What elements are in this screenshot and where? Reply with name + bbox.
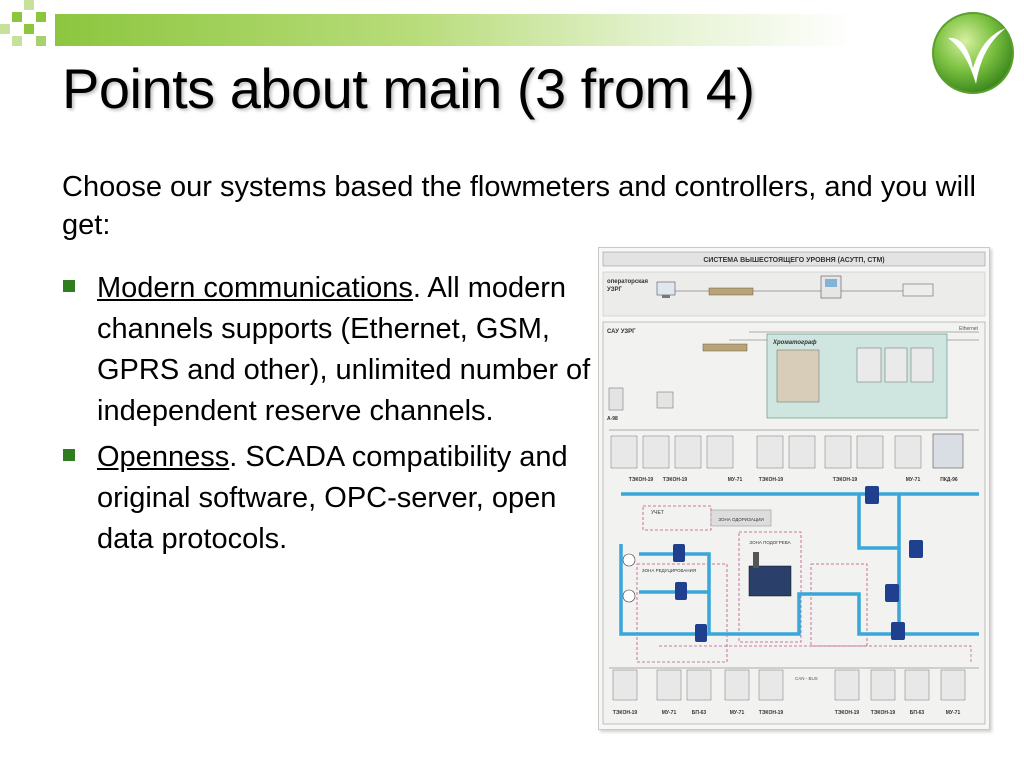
operator-label: операторская xyxy=(607,279,648,285)
decor-square xyxy=(36,12,46,22)
bottom-row-label: БП-63 xyxy=(910,710,925,716)
bottom-row-label: ТЭКОН-19 xyxy=(871,710,896,716)
decor-square xyxy=(12,12,22,22)
uchet-label: УЧЕТ xyxy=(651,510,664,516)
concentrator-icon xyxy=(702,343,748,352)
top-system-label: СИСТЕМА ВЫШЕСТОЯЩЕГО УРОВНЯ (АСУТП, СТМ) xyxy=(703,257,884,264)
zone-reduction-label: ЗОНА РЕДУЦИРОВАНИЯ xyxy=(642,568,696,573)
bottom-row-label: МУ-71 xyxy=(662,710,677,716)
bullet-square-icon xyxy=(63,449,75,461)
system-schematic: СИСТЕМА ВЫШЕСТОЯЩЕГО УРОВНЯ (АСУТП, СТМ)… xyxy=(598,247,990,730)
decor-square xyxy=(24,24,34,34)
bullet-item: Modern communications. All modern channe… xyxy=(60,268,600,432)
monitor-icon xyxy=(656,281,676,298)
bullet-text: . SCADA compatibility and original softw… xyxy=(97,441,568,555)
top-row-label: ТЭКОН-19 xyxy=(629,477,654,483)
sau-label: САУ УЗРГ xyxy=(607,329,636,335)
bottom-row-label: МУ-71 xyxy=(946,710,961,716)
bullet-text: . All modern channels supports (Ethernet… xyxy=(97,272,591,427)
decor-square xyxy=(12,36,22,46)
bullet-lead: Openness xyxy=(97,441,230,473)
decor-square xyxy=(24,0,34,10)
top-row-label: ПКД-96 xyxy=(940,477,958,483)
bottom-row-label: МУ-71 xyxy=(730,710,745,716)
ethernet-label: Ethernet xyxy=(959,326,979,332)
header-decoration xyxy=(0,0,1024,50)
header-gradient-bar xyxy=(55,14,855,46)
bullet-list: Modern communications. All modern channe… xyxy=(60,268,600,565)
bottom-row-label: ТЭКОН-19 xyxy=(835,710,860,716)
can-bus-label: CAN - BUS xyxy=(795,676,818,681)
bottom-row-label: БП-63 xyxy=(692,710,707,716)
pipeline xyxy=(619,492,979,636)
chromatograph-label: Хроматограф xyxy=(772,339,817,346)
bottom-row-label: ТЭКОН-19 xyxy=(613,710,638,716)
zone-odor-label: ЗОНА ОДОРИЗАЦИИ xyxy=(718,517,763,522)
slide-intro: Choose our systems based the flowmeters … xyxy=(62,171,976,241)
gauge-icon xyxy=(622,553,636,603)
zone-podogreva-label: ЗОНА ПОДОГРЕВА xyxy=(749,540,790,545)
server-icon xyxy=(820,275,842,299)
valve-icon xyxy=(673,486,923,642)
top-row-label: МУ-71 xyxy=(906,477,921,483)
top-row-label: МУ-71 xyxy=(728,477,743,483)
printer-icon xyxy=(902,283,934,297)
bullet-square-icon xyxy=(63,280,75,292)
bottom-row-label: ТЭКОН-19 xyxy=(759,710,784,716)
top-row-label: ТЭКОН-19 xyxy=(759,477,784,483)
decor-square xyxy=(0,24,10,34)
controller-row-bottom xyxy=(612,669,966,701)
controller-row-top xyxy=(610,433,964,469)
zone-reduction xyxy=(636,563,728,663)
bullet-lead: Modern communications xyxy=(97,272,413,304)
operator-label-2: УЗРГ xyxy=(607,287,622,293)
decor-square xyxy=(36,36,46,46)
bullet-item: Openness. SCADA compatibility and origin… xyxy=(60,437,600,560)
zone-podogreva xyxy=(738,531,802,643)
top-row-label: ТЭКОН-19 xyxy=(833,477,858,483)
a98-device xyxy=(608,387,624,411)
heater-icon xyxy=(748,552,792,597)
top-row-label: ТЭКОН-19 xyxy=(663,477,688,483)
slide-title: Points about main (3 from 4) xyxy=(62,57,755,120)
switch-icon xyxy=(708,287,754,296)
company-logo-icon xyxy=(928,8,1018,98)
a98-label: А-98 xyxy=(607,416,618,422)
